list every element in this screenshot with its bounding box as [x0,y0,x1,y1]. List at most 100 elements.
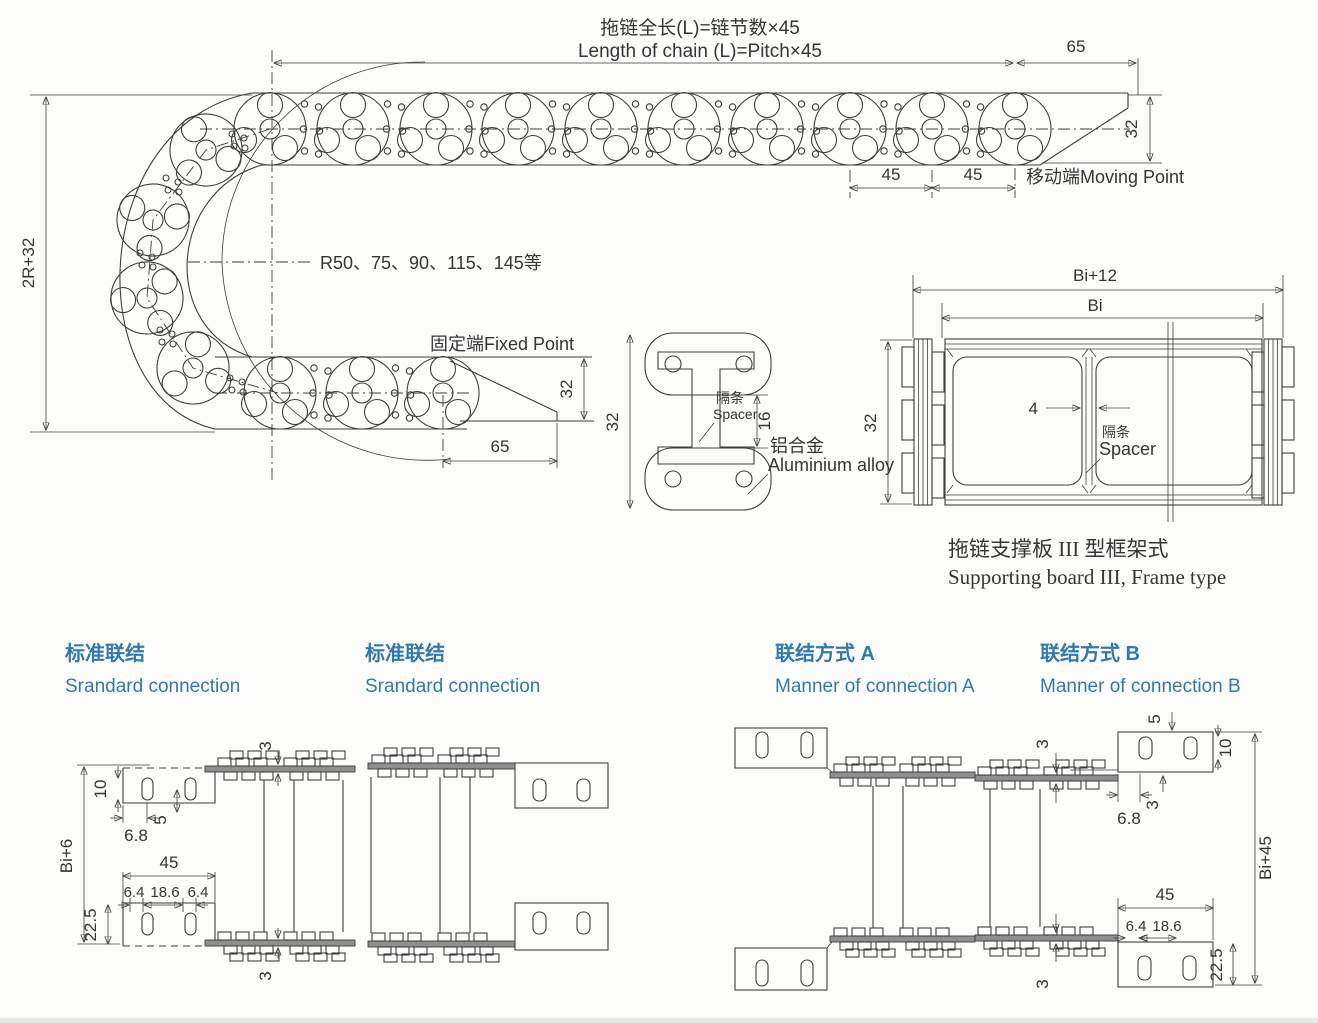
drawing-shape [147,309,174,336]
slot-hole [576,778,591,802]
slot-hole [141,777,154,801]
chain-tooth [947,948,962,958]
drawing-shape [685,134,713,162]
rivet-dot [645,103,654,111]
chain-tooth [1007,759,1022,769]
chain-tooth [307,771,322,781]
chain-tooth [941,777,956,787]
rivet-dot [300,147,309,155]
rivet-dot [325,391,333,399]
rivet-dot [230,142,238,150]
dim-32-fixed: 32 [557,380,576,399]
chain-tooth [401,953,416,963]
bracket-plate [514,902,609,951]
chain-links [110,91,1052,430]
curve-outer-edge [119,92,253,430]
bracket-plate [122,768,216,804]
dim-16: 16 [755,412,774,431]
connB-header-en: Manner of connection B [1040,676,1241,697]
chain-tooth [371,932,386,942]
connB-dim-3-bot: 3 [1033,979,1052,988]
slot-hole [800,959,814,987]
std1-dim-10: 10 [91,780,110,799]
drawing-shape [363,398,391,426]
drawing-shape [670,91,698,119]
section-hole [664,470,682,488]
chain-length-formula-zh: 拖链全长(L)=链节数×45 [600,17,800,39]
chain-tooth [467,747,482,757]
chain-tooth [485,747,500,757]
rivet-dot [136,249,144,257]
chain-tooth [929,756,944,766]
radius-note: R50、75、90、115、145等 [320,253,542,273]
chain-tooth [401,747,416,757]
dim-2r32: 2R+32 [19,238,38,289]
chain-tooth [217,757,232,767]
frame-panel [952,356,1083,486]
std1-dim-22-5: 22.5 [81,908,100,941]
std1-dim-5: 5 [151,815,170,824]
drawing-shape [230,126,258,154]
drawing-shape [403,390,431,418]
end-plate-diagonal [1039,107,1129,166]
connB-dim-bi45: Bi+45 [1256,836,1275,880]
chain-tooth [449,747,464,757]
slot-hole [755,731,769,759]
chain-tooth [845,948,860,958]
chain-tooth [1001,780,1016,790]
chain-tooth [473,932,488,942]
chain-tooth [917,927,932,937]
drawing-shape [504,91,532,119]
frame-panel [1095,356,1253,486]
dim-45-b: 45 [964,165,983,184]
chamfer-line [1245,484,1253,494]
curve-centerline [146,128,279,394]
rivet-dot [548,100,557,108]
chamfer-line [946,348,954,358]
std1-dim-45: 45 [160,853,179,872]
chain-tooth [371,754,386,764]
chain-tooth [419,953,434,963]
bracket-plate [1117,941,1214,988]
std1-dim-6-4a: 6.4 [124,884,145,901]
side-clip [1281,399,1295,441]
slot-hole [1182,955,1197,981]
chain-tooth [413,768,428,778]
drawing-shape [163,203,191,230]
rivet-dot [406,391,415,399]
rivet-dot [895,127,903,135]
chain-tooth [857,777,872,787]
chain-tooth [851,927,866,937]
rivet-dot [880,147,888,155]
dim-65-fixed: 65 [491,437,510,456]
drawing-shape [161,370,188,397]
chain-link [156,331,232,405]
bracket-plate [734,947,828,991]
rivet-dot [797,100,806,108]
rivet-dot [977,127,986,135]
chain-tooth [455,932,470,942]
rivet-dot [894,150,902,158]
chain-tooth [911,948,926,958]
rivet-dot [228,386,236,394]
rivet-dot [241,144,249,152]
std1-dim-3-bot: 3 [256,971,275,980]
slot-hole [532,778,547,802]
rivet-dot [729,127,738,135]
rivet-dot [310,411,318,419]
chain-tooth [253,931,268,941]
drawing-shape [396,126,424,154]
rivet-dot [390,389,399,397]
side-clip [901,399,915,441]
chain-tooth [319,931,334,941]
chain-tooth [899,927,914,937]
dim-32-frame: 32 [861,414,880,433]
bend-radius-arc [221,61,451,461]
drawing-shape [281,398,309,426]
chain-tooth [881,948,896,958]
side-clip [931,457,945,499]
chain-tooth [1091,759,1106,769]
drawing-shape [519,134,547,162]
rivet-dot [383,147,392,155]
